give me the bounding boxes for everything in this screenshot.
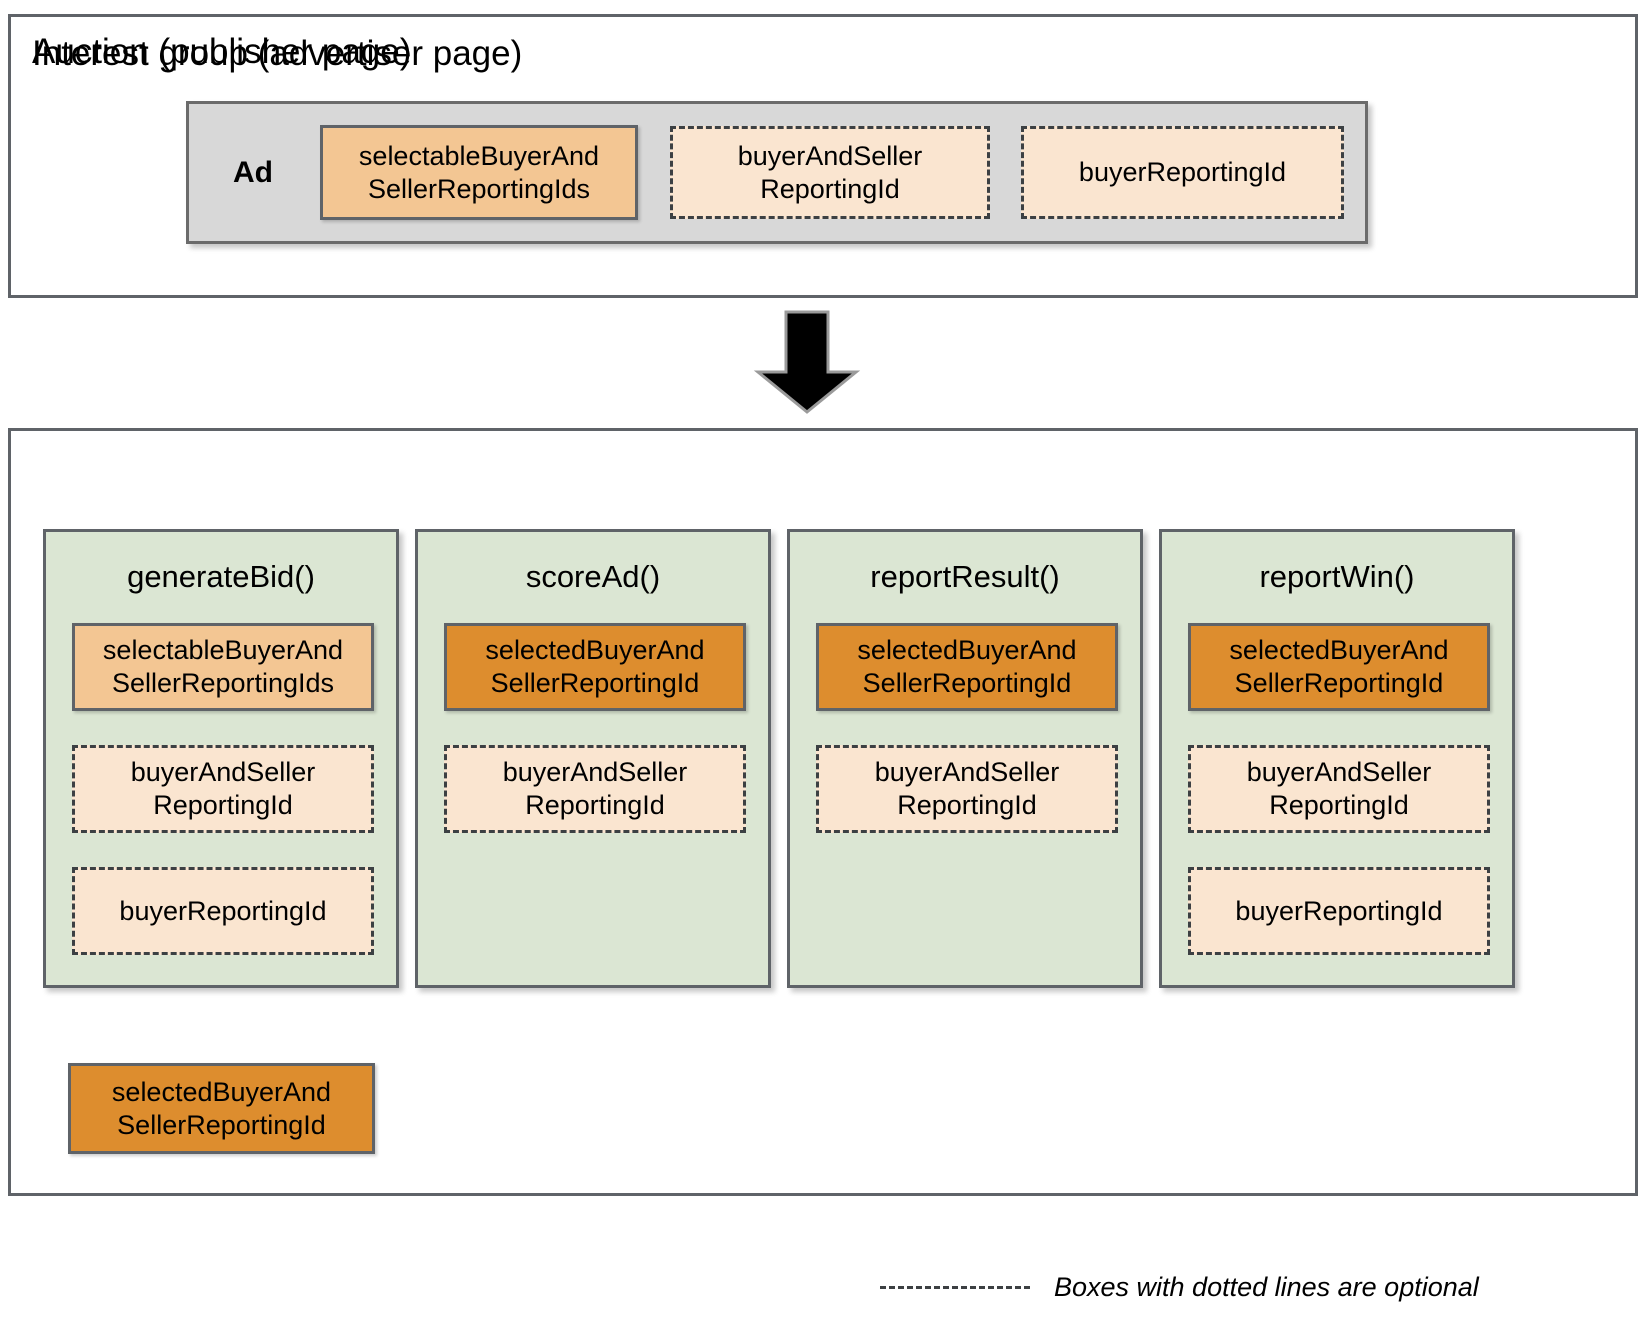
ad-token-selectable-buyer-and-seller-reporting-ids: selectableBuyerAnd SellerReportingIds [320, 125, 638, 220]
reportwin-token-selected-buyer-and-seller-reporting-id: selectedBuyerAnd SellerReportingId [1188, 623, 1490, 711]
function-title-reportwin: reportWin() [1259, 559, 1415, 594]
function-column-reportwin: reportWin() selectedBuyerAnd SellerRepor… [1159, 529, 1515, 988]
reportwin-token-buyer-and-seller-reporting-id: buyerAndSeller ReportingId [1188, 745, 1490, 833]
ad-token-buyer-and-seller-reporting-id: buyerAndSeller ReportingId [670, 126, 990, 219]
function-title-scoread: scoreAd() [525, 559, 661, 594]
auction-title: Auction (publisher page) [32, 32, 412, 71]
dashed-line-swatch [880, 1286, 1030, 1289]
interest-group-title: Interest group (advertiser page) [32, 34, 523, 73]
selected-buyer-and-seller-reporting-id-box: selectedBuyerAnd SellerReportingId [68, 1063, 375, 1154]
scoread-token-selected-buyer-and-seller-reporting-id: selectedBuyerAnd SellerReportingId [444, 623, 746, 711]
scoread-token-buyer-and-seller-reporting-id: buyerAndSeller ReportingId [444, 745, 746, 833]
ad-container: Ad selectableBuyerAnd SellerReportingIds… [186, 101, 1368, 244]
generatebid-token-buyer-reporting-id: buyerReportingId [72, 867, 374, 955]
down-arrow-icon [753, 310, 861, 414]
generatebid-token-selectable-buyer-and-seller-reporting-ids: selectableBuyerAnd SellerReportingIds [72, 623, 374, 711]
reportresult-token-selected-buyer-and-seller-reporting-id: selectedBuyerAnd SellerReportingId [816, 623, 1118, 711]
ad-label: Ad [233, 155, 273, 189]
ad-token-buyer-reporting-id: buyerReportingId [1021, 126, 1344, 219]
reportresult-token-buyer-and-seller-reporting-id: buyerAndSeller ReportingId [816, 745, 1118, 833]
function-column-reportresult: reportResult() selectedBuyerAnd SellerRe… [787, 529, 1143, 988]
legend: Boxes with dotted lines are optional [880, 1272, 1479, 1303]
function-title-reportresult: reportResult() [870, 559, 1060, 594]
function-column-generatebid: generateBid() selectableBuyerAnd SellerR… [43, 529, 399, 988]
legend-text: Boxes with dotted lines are optional [1054, 1272, 1479, 1302]
function-column-scoread: scoreAd() selectedBuyerAnd SellerReporti… [415, 529, 771, 988]
generatebid-token-buyer-and-seller-reporting-id: buyerAndSeller ReportingId [72, 745, 374, 833]
reportwin-token-buyer-reporting-id: buyerReportingId [1188, 867, 1490, 955]
function-title-generatebid: generateBid() [127, 559, 315, 594]
